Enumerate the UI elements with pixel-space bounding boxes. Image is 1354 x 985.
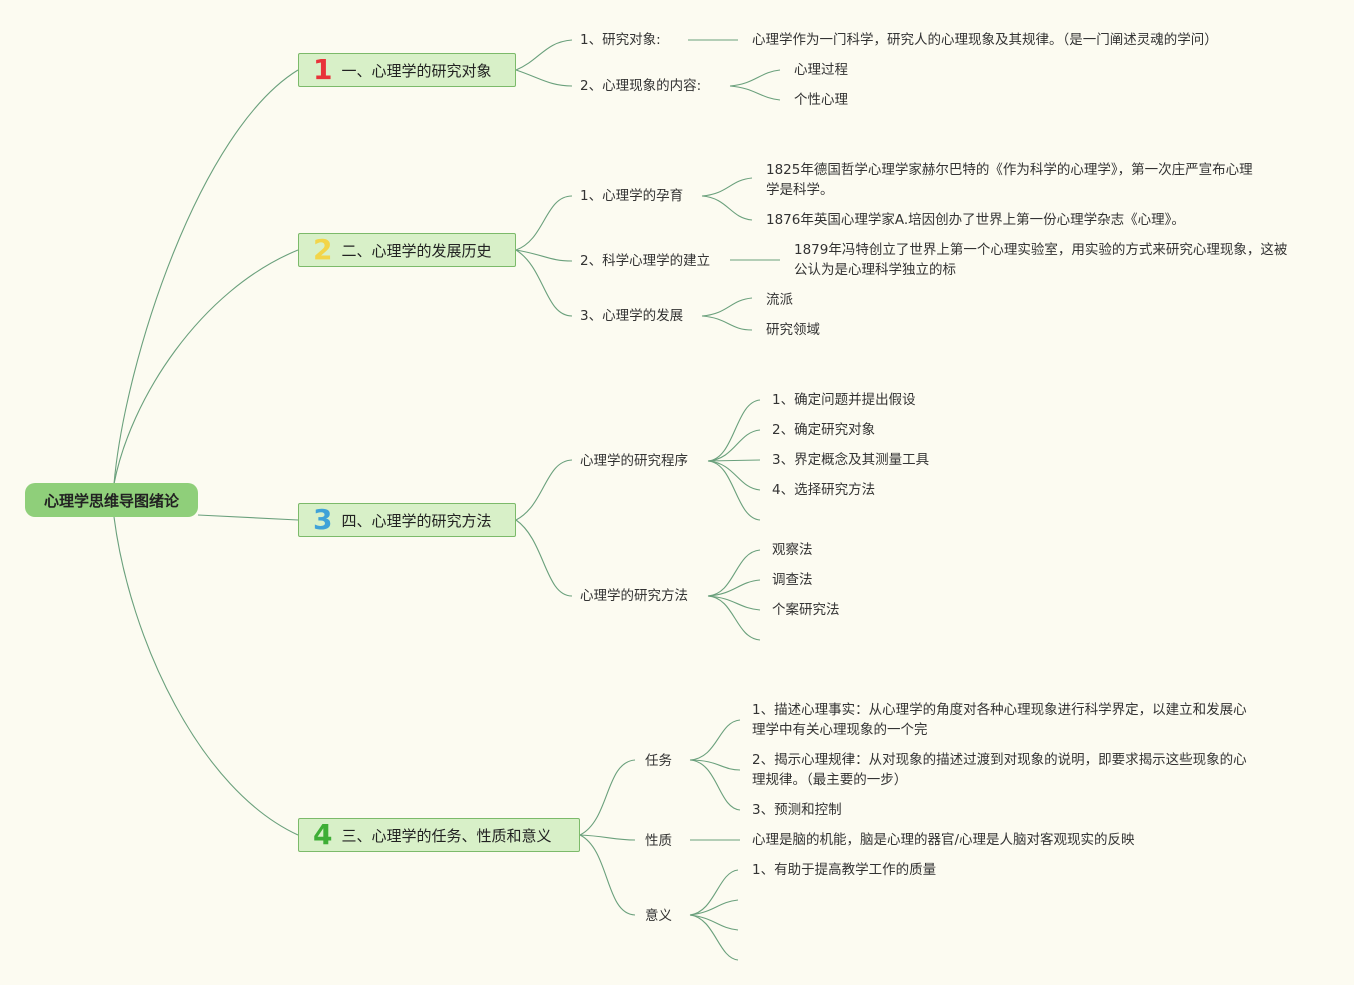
link-b4-c3 [579,834,636,916]
link-b1-c2-l1 [729,69,781,87]
link-b3-c1-l5 [707,460,761,521]
branch-1-label: 一、心理学的研究对象 [341,61,492,80]
b2-c1-leaf-2[interactable]: 1876年英国心理学家A.培因创办了世界上第一份心理学杂志《心理》。 [766,212,1185,228]
b3-c1-leaf-2[interactable]: 2、确定研究对象 [772,422,876,438]
b3-c1-leaf-1[interactable]: 1、确定问题并提出假设 [772,392,916,408]
b2-c1-node[interactable]: 1、心理学的孕育 [580,188,684,204]
link-b4-c3-l4 [689,914,739,961]
branch-3-label: 四、心理学的研究方法 [341,511,492,530]
b3-c1-node[interactable]: 心理学的研究程序 [580,453,688,469]
link-b2-c3-l2 [701,315,753,331]
b1-c2-leaf-2[interactable]: 个性心理 [794,92,848,108]
b2-c3-node[interactable]: 3、心理学的发展 [580,308,684,324]
b3-c1-leaf-3[interactable]: 3、界定概念及其测量工具 [772,452,930,468]
branch-1-node[interactable]: 1 一、心理学的研究对象 [298,53,516,87]
link-b1-c2 [515,69,573,87]
b4-c1-node[interactable]: 任务 [645,753,672,769]
link-b3-c1-l3 [707,459,761,462]
link-b3-c1-l2 [707,429,761,462]
link-b3-c1-l4 [707,460,761,491]
link-root-b4 [113,516,299,836]
link-b3-c2 [515,519,573,597]
link-b2-c1-l2 [701,195,753,221]
link-b1-c1 [515,39,573,71]
b2-c2-node[interactable]: 2、科学心理学的建立 [580,253,711,269]
link-b2-c3-l1 [701,297,753,317]
b1-c2-leaf-1[interactable]: 心理过程 [794,62,848,78]
link-b4-c1-l2 [689,759,741,771]
branch-2-node[interactable]: 2 二、心理学的发展历史 [298,233,516,267]
number-4-icon: 4 [313,818,333,851]
branch-4-label: 三、心理学的任务、性质和意义 [341,826,552,845]
branch-4-node[interactable]: 4 三、心理学的任务、性质和意义 [298,818,580,852]
root-node[interactable]: 心理学思维导图绪论 [25,483,198,517]
link-b3-c1-l1 [707,399,761,462]
link-b4-c2 [579,834,636,841]
b2-c2-leaf[interactable]: 1879年冯特创立了世界上第一个心理实验室，用实验的方式来研究心理现象，这被公认… [794,242,1288,278]
b3-c1-leaf-4[interactable]: 4、选择研究方法 [772,482,876,498]
link-b4-c1 [579,759,636,836]
link-b1-c2-l2 [729,85,781,101]
b3-c2-leaf-1[interactable]: 观察法 [772,542,813,558]
b4-c1-leaf-3[interactable]: 3、预测和控制 [752,802,842,818]
b4-c2-leaf[interactable]: 心理是脑的机能，脑是心理的器官/心理是人脑对客观现实的反映 [752,832,1135,848]
b2-c1-leaf-1[interactable]: 1825年德国哲学心理学家赫尔巴特的《作为科学的心理学》，第一次庄严宣布心理学是… [766,162,1253,198]
link-b2-c2 [515,249,573,262]
b4-c3-node[interactable]: 意义 [645,908,672,924]
link-b3-c2-l2 [707,579,761,597]
link-b3-c2-l1 [707,549,761,597]
branch-3-node[interactable]: 3 四、心理学的研究方法 [298,503,516,537]
b3-c2-leaf-3[interactable]: 个案研究法 [772,602,840,618]
number-3-icon: 3 [313,503,333,536]
link-b4-c3-l2 [689,899,739,916]
link-root-b2 [113,249,299,485]
b2-c3-leaf-1[interactable]: 流派 [766,292,793,308]
number-1-icon: 1 [313,53,333,86]
link-b3-c2-l4 [707,595,761,641]
link-b2-c1-l1 [701,177,753,197]
b4-c1-leaf-2[interactable]: 2、揭示心理规律：从对现象的描述过渡到对现象的说明，即要求揭示这些现象的心理规律… [752,752,1247,788]
link-b4-c3-l1 [689,869,739,916]
link-b2-c1 [515,195,573,251]
link-b3-c1 [515,459,573,521]
b1-c1-node[interactable]: 1、研究对象: [580,32,661,48]
b2-c3-leaf-2[interactable]: 研究领域 [766,322,820,338]
b3-c2-node[interactable]: 心理学的研究方法 [580,588,688,604]
link-b2-c3 [515,249,573,317]
link-root-b1 [113,69,299,485]
b3-c2-leaf-2[interactable]: 调查法 [772,572,813,588]
b4-c1-leaf-1[interactable]: 1、描述心理事实：从心理学的角度对各种心理现象进行科学界定，以建立和发展心理学中… [752,702,1247,738]
link-b4-c1-l1 [689,719,741,761]
b4-c2-node[interactable]: 性质 [645,833,672,849]
branch-2-label: 二、心理学的发展历史 [341,241,492,260]
number-2-icon: 2 [313,233,333,266]
b1-c1-leaf[interactable]: 心理学作为一门科学，研究人的心理现象及其规律。（是一门阐述灵魂的学问） [752,32,1218,48]
b1-c2-node[interactable]: 2、心理现象的内容: [580,78,702,94]
link-root-b3 [197,514,299,521]
link-b4-c1-l3 [689,759,741,811]
b4-c3-leaf-1[interactable]: 1、有助于提高教学工作的质量 [752,862,937,878]
